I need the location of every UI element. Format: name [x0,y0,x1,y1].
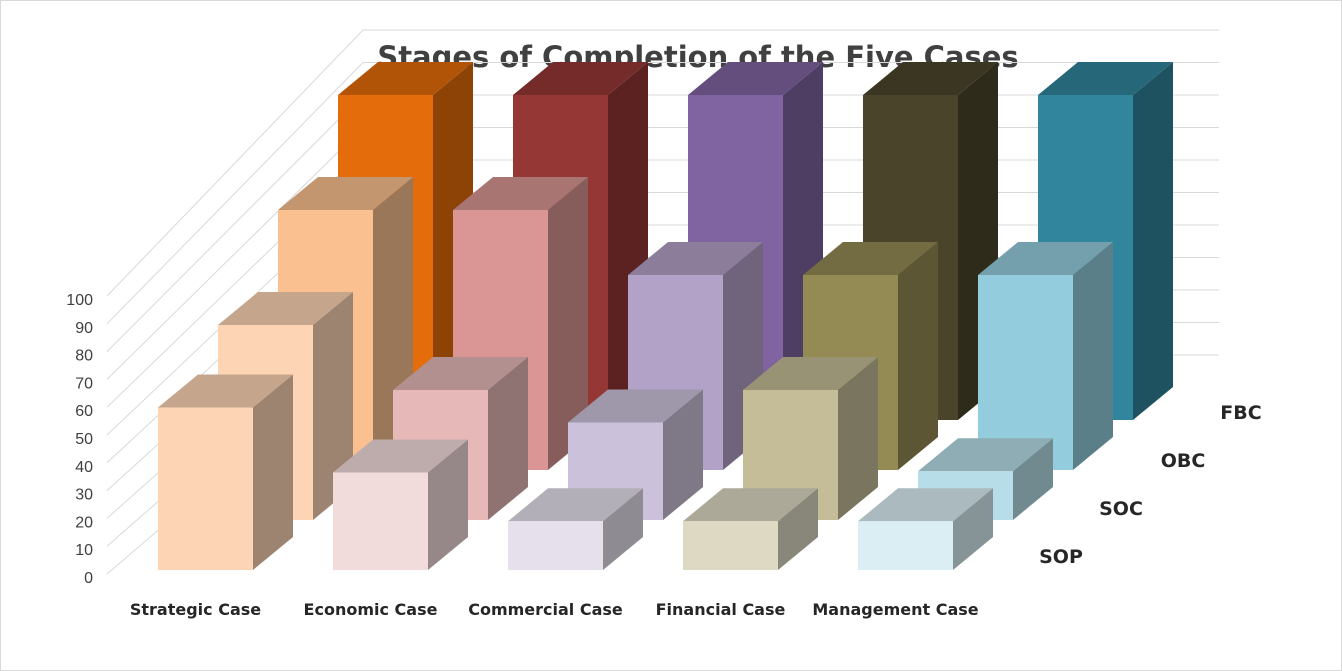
category-label: Management Case [812,600,978,619]
bar-sop-0 [158,374,293,570]
category-label: Commercial Case [468,600,623,619]
bar-top [513,62,648,95]
series-label-soc: SOC [1099,498,1143,520]
bar-front [508,521,603,570]
bar-top [453,177,588,210]
bars [158,62,1173,570]
bar-side [898,242,938,470]
bar-sop-4 [858,488,993,570]
y-tick-label: 80 [75,348,93,365]
bar-side [428,439,468,570]
bar-side [548,177,588,470]
bar-front [333,472,428,570]
bar-side [953,488,993,570]
bar-side [1073,242,1113,470]
y-tick-label: 60 [75,403,93,420]
bar-obc-2 [628,242,763,470]
side-gridline [106,62,364,325]
bar-side [1013,438,1053,520]
bar-side [488,357,528,520]
bar-side [778,488,818,570]
y-axis-ticks: 0 10 20 30 40 50 60 70 80 90 100 [66,292,93,587]
bar-top [858,488,993,522]
category-labels: Strategic Case Economic Case Commercial Ca… [130,600,979,619]
bar-top [568,389,703,423]
bar-top [743,357,878,390]
bar-side [313,292,353,520]
side-gridline [106,127,364,380]
bar-top [978,242,1113,275]
y-tick-label: 10 [75,542,93,559]
bar-sop-3 [683,488,818,570]
bar-top [218,292,353,325]
bar-top [918,438,1053,472]
series-label-sop: SOP [1039,546,1083,568]
series-label-fbc: FBC [1220,402,1261,424]
y-tick-label: 50 [75,431,93,448]
y-tick-label: 100 [66,292,93,309]
y-tick-label: 90 [75,320,93,337]
bar-sop-1 [333,439,468,570]
bar-front [858,521,953,570]
bar-sop-2 [508,488,643,570]
bar-top [683,488,818,522]
y-tick-label: 40 [75,459,93,476]
bar-side [1133,62,1173,420]
category-label: Economic Case [304,600,438,619]
side-gridline [106,94,364,352]
bar-front [978,275,1073,470]
bar-front [683,521,778,570]
bar-top [628,242,763,275]
bar-obc-4 [978,242,1113,470]
bar-top [338,62,473,95]
series-label-obc: OBC [1161,450,1206,472]
y-tick-label: 30 [75,487,93,504]
bar-top [863,62,998,95]
category-label: Strategic Case [130,600,261,619]
bar-top [333,439,468,473]
side-gridline [106,29,364,297]
series-labels: SOP SOC OBC FBC [1039,402,1262,568]
bar-top [158,374,293,408]
y-tick-label: 70 [75,375,93,392]
y-tick-label: 0 [84,570,93,587]
category-label: Financial Case [656,600,786,619]
bar-top [1038,62,1173,95]
bar-top [508,488,643,522]
bar-top [803,242,938,275]
bar-front [158,407,253,570]
bar-top [278,177,413,210]
bar-top [688,62,823,95]
bar-side [253,374,293,570]
bar-top [393,357,528,390]
bar-side [663,389,703,520]
bar-side [838,357,878,520]
bar-side [603,488,643,570]
y-tick-label: 20 [75,514,93,531]
